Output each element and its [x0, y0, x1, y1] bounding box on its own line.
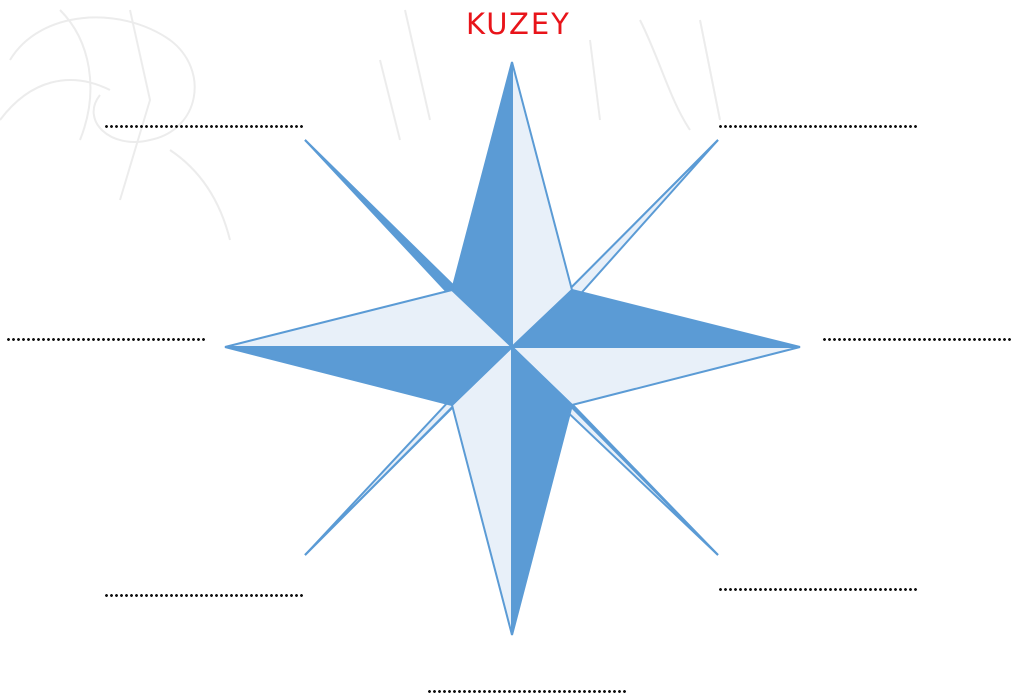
north-label: KUZEY: [466, 4, 571, 44]
blank-north-east[interactable]: [718, 118, 918, 134]
blank-south-west[interactable]: [104, 587, 304, 603]
blank-south-east[interactable]: [718, 581, 918, 597]
blank-south[interactable]: [427, 683, 627, 699]
blank-east[interactable]: [822, 331, 1012, 347]
blank-west[interactable]: [6, 331, 206, 347]
blank-north-west[interactable]: [104, 118, 304, 134]
compass-rose: [200, 50, 820, 650]
